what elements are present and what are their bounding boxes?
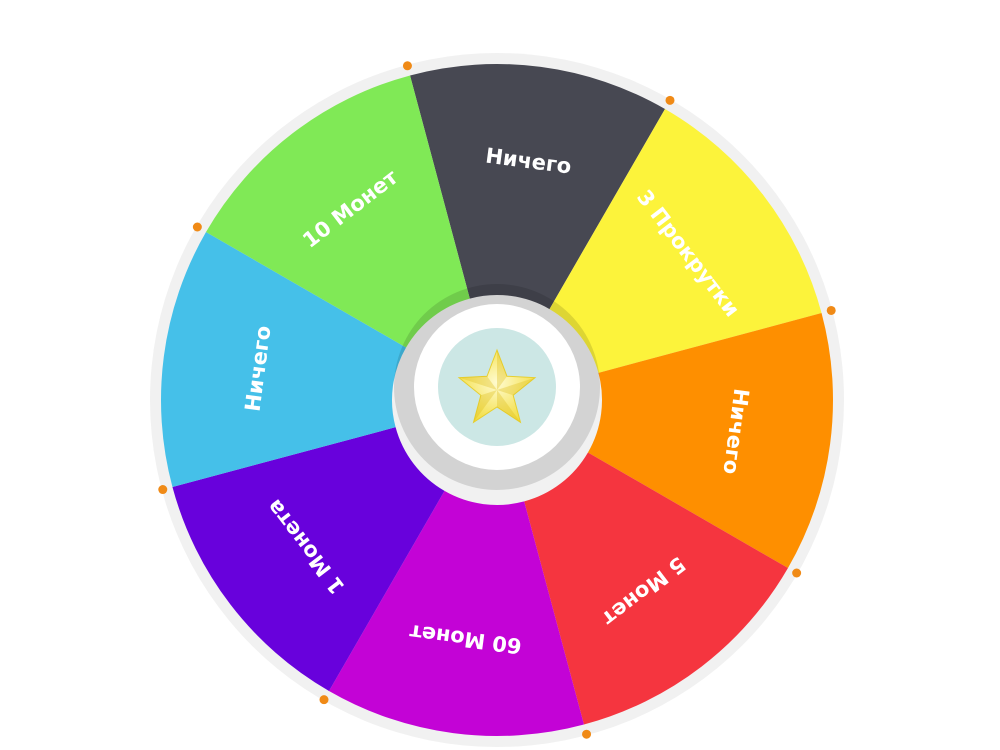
star-icon xyxy=(457,348,537,424)
wheel-segment xyxy=(206,75,470,348)
spin-hub-button[interactable] xyxy=(414,304,580,470)
wheel-peg xyxy=(665,95,675,105)
wheel-segment xyxy=(410,63,665,310)
wheel-peg xyxy=(158,485,168,495)
wheel-segment xyxy=(161,232,407,487)
wheel-peg xyxy=(402,61,412,71)
wheel-segment xyxy=(524,452,788,725)
wheel-peg xyxy=(582,729,592,739)
wheel-peg xyxy=(319,695,329,705)
wheel-segment xyxy=(587,313,833,568)
wheel-peg xyxy=(192,222,202,232)
wheel-pegs xyxy=(158,61,836,739)
wheel-segment xyxy=(329,490,584,737)
wheel-peg xyxy=(792,568,802,578)
wheel-peg xyxy=(826,305,836,315)
wheel-segment xyxy=(549,109,822,373)
wheel-segments xyxy=(161,63,833,737)
wheel-segment xyxy=(172,427,445,691)
